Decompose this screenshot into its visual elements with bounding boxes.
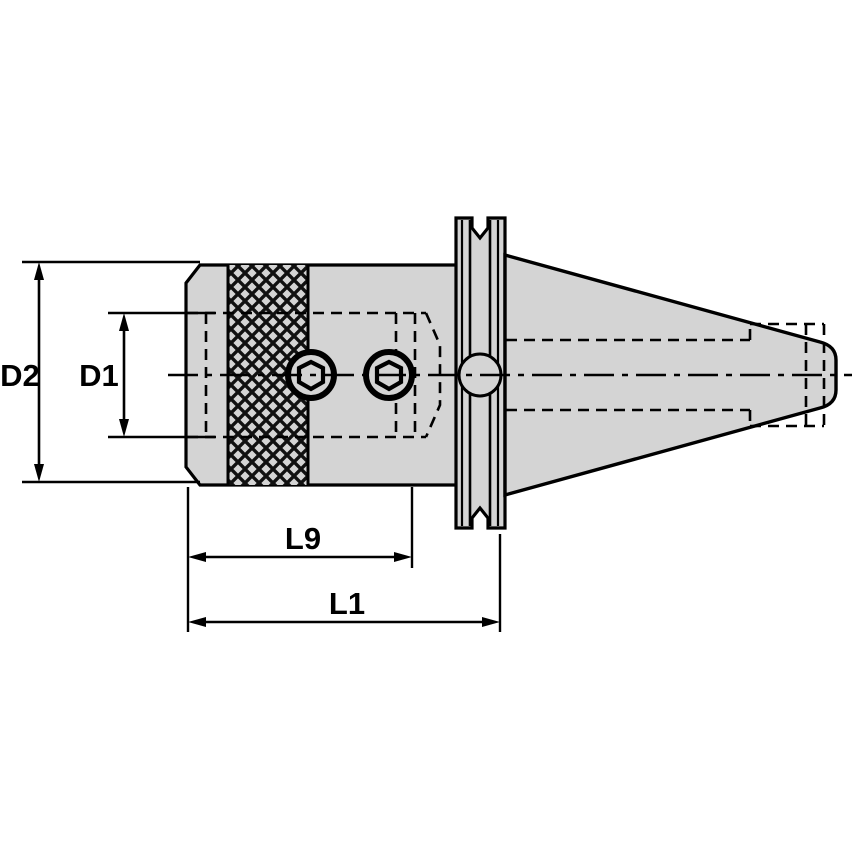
L9-label: L9 [285,521,321,556]
L1-arrow-left [188,617,206,627]
dimension-L1: L1 [188,534,502,632]
D2-arrow-bottom [34,464,44,482]
dimension-L9: L9 [186,487,414,632]
L1-arrow-right [482,617,500,627]
D1-label: D1 [79,358,119,393]
L1-label: L1 [329,586,365,621]
retention-flange [454,216,507,530]
shank-bore-hidden-lines [506,322,826,428]
D1-arrow-top [119,313,129,331]
D2-arrow-top [34,262,44,280]
D2-label: D2 [0,358,40,393]
dimension-D1: D1 [79,311,215,439]
dimension-D2: D2 [0,260,200,484]
L9-arrow-left [188,552,206,562]
L9-arrow-right [394,552,412,562]
D1-arrow-bottom [119,419,129,437]
